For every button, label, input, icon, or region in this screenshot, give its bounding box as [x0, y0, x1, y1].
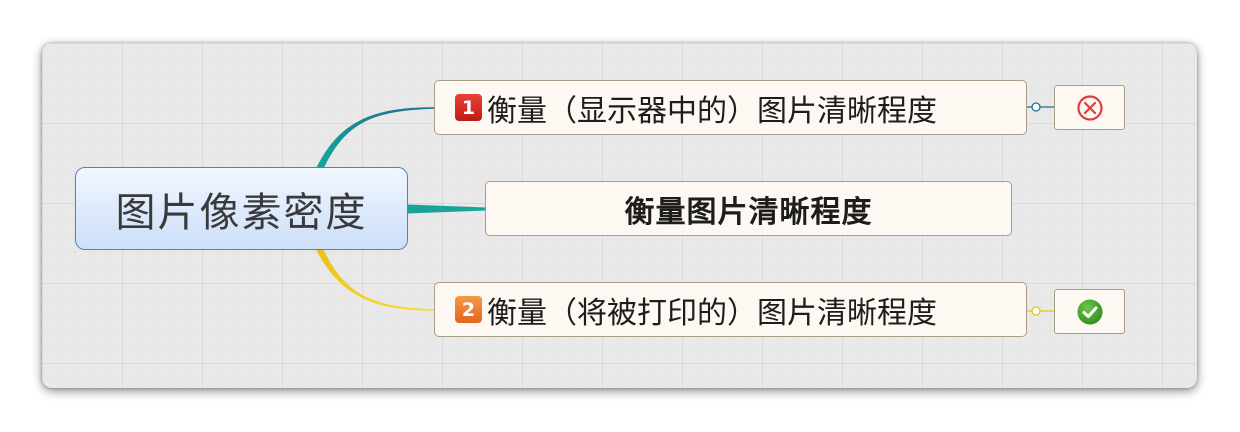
check-circle-icon — [1077, 299, 1102, 324]
topic-branch-1-label: 衡量（显示器中的）图片清晰程度 — [487, 93, 937, 129]
topic-branch-2[interactable]: 衡量图片清晰程度 — [485, 181, 1012, 236]
priority-2-icon: 2 — [455, 296, 482, 323]
topic-branch-3-label: 衡量（将被打印的）图片清晰程度 — [487, 295, 937, 331]
root-topic[interactable]: 图片像素密度 — [75, 167, 408, 250]
cross-circle-icon — [1076, 94, 1103, 121]
callout-check[interactable] — [1054, 289, 1125, 334]
callout-cross[interactable] — [1054, 85, 1125, 130]
priority-1-icon: 1 — [455, 94, 482, 121]
topic-branch-2-label: 衡量图片清晰程度 — [624, 194, 873, 230]
topic-branch-3[interactable]: 2 衡量（将被打印的）图片清晰程度 — [434, 282, 1027, 337]
root-topic-label: 图片像素密度 — [115, 189, 368, 236]
topic-branch-1[interactable]: 1 衡量（显示器中的）图片清晰程度 — [434, 80, 1027, 135]
